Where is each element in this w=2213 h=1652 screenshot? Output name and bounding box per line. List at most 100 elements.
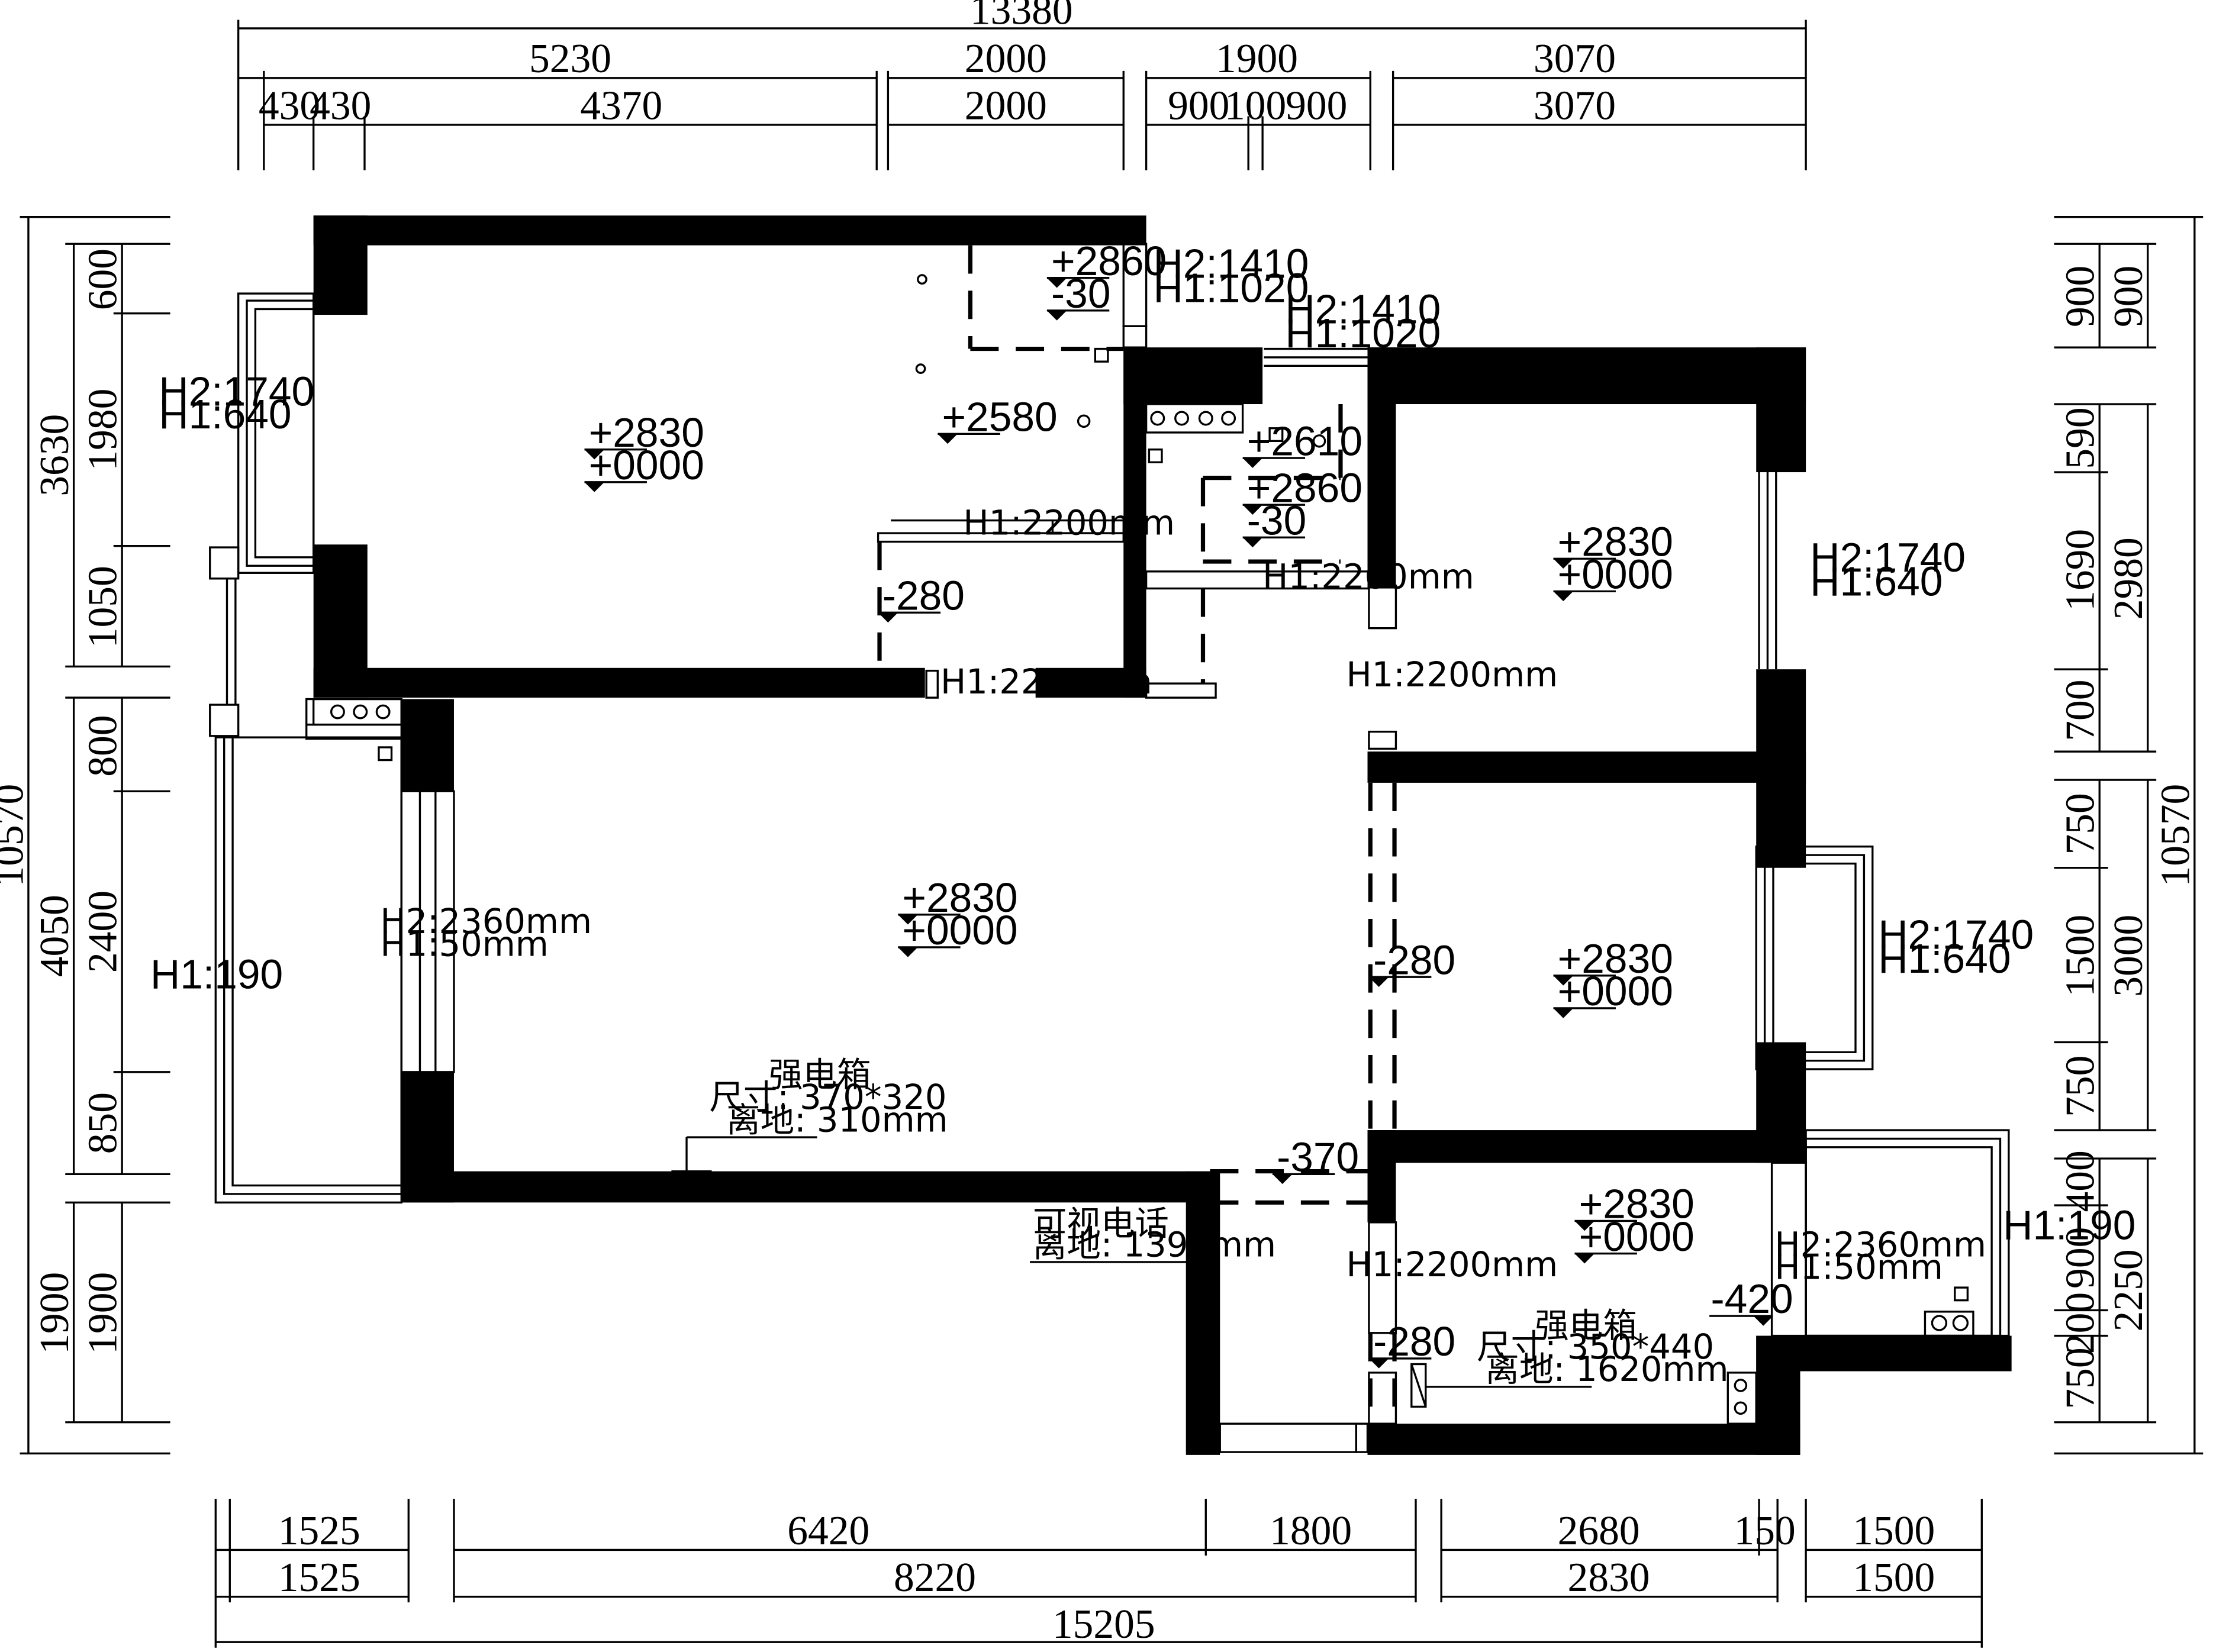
dim-top-inner: 100: [1225, 83, 1286, 128]
level-beam: -280: [1373, 937, 1455, 983]
dim-top-mid: 2000: [965, 36, 1047, 82]
door-height: H1:2200mm: [963, 504, 1175, 543]
windows: [209, 243, 2010, 1453]
dim-top-inner: 900: [1168, 83, 1229, 128]
dim-top-inner: 2000: [965, 83, 1047, 128]
dim-right-inner: 900: [2058, 266, 2104, 327]
dim-right-inner: 750: [2058, 1056, 2104, 1117]
door-height: H1:2200mm: [1262, 557, 1474, 597]
fixtures: [313, 274, 1757, 1425]
door-height-h2: H2:2360mm: [1774, 1225, 1986, 1264]
level-bedroom4-ceiling: +2830: [1579, 1181, 1695, 1227]
dim-top-mid: 3070: [1534, 36, 1616, 82]
dim-left-inner: 850: [80, 1092, 126, 1154]
level-bedroom1-ceiling: +2830: [589, 409, 704, 456]
level-kitchen-floor: -30: [1051, 270, 1110, 317]
dim-left-mid: 3630: [32, 414, 78, 496]
balcony-h1: H1:190: [150, 951, 283, 997]
window-h1: H1:640: [1810, 559, 1943, 605]
dim-right-inner: 700: [2058, 680, 2104, 741]
dim-right-inner: 590: [2058, 407, 2104, 469]
door-height: H1:2200mm: [940, 662, 1152, 702]
window-h2: H2:1740: [159, 368, 314, 414]
level-living-floor: +0000: [902, 907, 1017, 953]
dashed-lines: [877, 245, 1397, 1424]
dim-left-inner: 1980: [80, 389, 126, 471]
dim-top-inner: 430: [259, 83, 320, 128]
dim-right-mid: 900: [2106, 266, 2151, 327]
door-height-h1: H1:50mm: [1774, 1248, 1943, 1288]
dim-right-inner: 1500: [2058, 915, 2104, 997]
dim-right-inner: 1690: [2058, 529, 2104, 611]
level-living-ceiling: +2830: [902, 875, 1017, 921]
door-height-h2: H2:2360mm: [380, 902, 592, 941]
dim-right-inner: 200: [2058, 1292, 2104, 1354]
level-bedroom2-ceiling: +2830: [1558, 518, 1673, 564]
window-h2: H2:1410: [1154, 241, 1309, 287]
dim-right-inner: 400: [2058, 1150, 2104, 1212]
dim-left-inner: 1050: [80, 566, 126, 648]
level-kitchen-ceiling: +2860: [1051, 238, 1167, 284]
door-height-h1: H1:50mm: [380, 924, 548, 964]
dim-top-mid: 1900: [1216, 36, 1298, 82]
door-height: H1:2200mm: [1347, 655, 1558, 695]
window-h1: H1:640: [1878, 935, 2011, 982]
panel-box-title: 强电箱: [769, 1055, 871, 1095]
window-h2: H2:1740: [1810, 534, 1966, 580]
dim-right-inner: 900: [2058, 1227, 2104, 1289]
balcony-h1: H1:190: [2003, 1202, 2135, 1248]
level-bath-floor: -30: [1247, 498, 1306, 544]
level-bedroom2-floor: +0000: [1558, 551, 1673, 598]
level-bedroom3-ceiling: +2830: [1558, 935, 1673, 982]
level-beam: -370: [1277, 1134, 1359, 1180]
dim-right-inner: 750: [2058, 793, 2104, 854]
dim-left-inner: 1900: [80, 1272, 126, 1354]
video-phone-height: 离地: 1390mm: [1033, 1225, 1276, 1264]
dim-top-inner: 430: [310, 83, 371, 128]
dim-bottom-row1: 150: [1734, 1508, 1795, 1554]
window-h2: H2:1410: [1285, 286, 1441, 332]
level-markers: [584, 277, 1773, 1369]
dim-left-mid: 4050: [32, 895, 78, 977]
dim-top-inner: 4370: [580, 83, 662, 128]
video-phone-title: 可视电话: [1033, 1203, 1169, 1243]
dim-top-inner: 3070: [1534, 83, 1616, 128]
panel-box-size: 尺寸: 350*440: [1477, 1327, 1714, 1367]
door-height: H1:2200mm: [1347, 1245, 1558, 1285]
dimension-lines: [20, 20, 2204, 1648]
panel-box-height: 离地: 1620mm: [1485, 1350, 1728, 1389]
dim-left-inner: 800: [80, 715, 126, 776]
dim-bottom-row1: 1525: [278, 1508, 360, 1554]
window-annotations: H2:1740 H1:640 H2:1410 H1:1020 H2:1410 H…: [150, 241, 2135, 1248]
dim-right-total: 10570: [2153, 784, 2198, 887]
dim-right-mid: 3000: [2106, 915, 2151, 997]
dim-bottom-row2: 2830: [1567, 1555, 1650, 1601]
dim-left-inner: 600: [80, 249, 126, 310]
dim-bottom-row1: 1500: [1853, 1508, 1935, 1554]
dim-bottom-total: 15205: [1052, 1602, 1155, 1647]
dim-bottom-row1: 1800: [1270, 1508, 1352, 1554]
dim-bottom-row2: 1500: [1853, 1555, 1935, 1601]
window-h2: H2:1740: [1878, 911, 2034, 957]
level-bath-low: +2610: [1247, 418, 1362, 464]
level-kitchen-low: +2580: [942, 394, 1057, 440]
dim-right-inner: 750: [2058, 1347, 2104, 1409]
dim-bottom-row1: 2680: [1558, 1508, 1640, 1554]
electrical-notes: 强电箱 尺寸: 370*320 离地: 310mm 可视电话 离地: 1390m…: [709, 1055, 1728, 1389]
level-texts: +2830 +0000 +2860 -30 +2580 +2610 +2860 …: [589, 238, 1793, 1364]
window-h1: H1:1020: [1285, 310, 1441, 356]
dim-top-mid: 5230: [529, 36, 611, 82]
dim-top-inner: 900: [1286, 83, 1347, 128]
window-h1: H1:1020: [1154, 264, 1309, 311]
dim-bottom-row1: 6420: [787, 1508, 869, 1554]
dim-bottom-row2: 8220: [894, 1555, 976, 1601]
panel-box-size: 尺寸: 370*320: [709, 1077, 946, 1117]
level-beam: -280: [1373, 1318, 1455, 1364]
window-h1: H1:640: [159, 391, 291, 437]
dim-right-mid: 2980: [2106, 537, 2151, 620]
panel-box-title: 强电箱: [1535, 1306, 1637, 1346]
level-bedroom4-floor: +0000: [1579, 1214, 1695, 1260]
panel-box-height: 离地: 310mm: [726, 1100, 948, 1140]
